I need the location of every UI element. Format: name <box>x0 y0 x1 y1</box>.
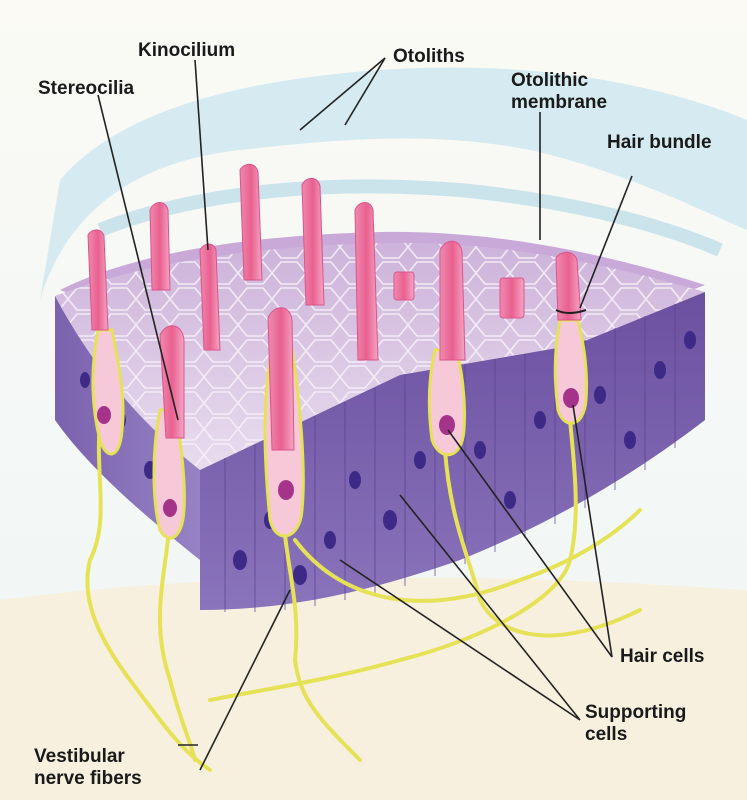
label-stereocilia: Stereocilia <box>38 78 134 100</box>
label-vestibular-line1: Vestibular <box>34 746 142 768</box>
label-otolithic-membrane-line2: membrane <box>511 92 607 114</box>
label-hair-cells: Hair cells <box>620 646 705 668</box>
label-otolithic-membrane-line1: Otolithic <box>511 70 607 92</box>
label-otoliths: Otoliths <box>393 46 465 68</box>
label-supporting-cells-line2: cells <box>585 724 686 746</box>
label-supporting-cells-line1: Supporting <box>585 702 686 724</box>
label-hair-bundle: Hair bundle <box>607 132 712 154</box>
label-vestibular-line2: nerve fibers <box>34 768 142 790</box>
label-vestibular-nerve-fibers: Vestibular nerve fibers <box>34 746 142 790</box>
label-supporting-cells: Supporting cells <box>585 702 686 746</box>
label-kinocilium: Kinocilium <box>138 40 235 62</box>
label-otolithic-membrane: Otolithic membrane <box>511 70 607 114</box>
